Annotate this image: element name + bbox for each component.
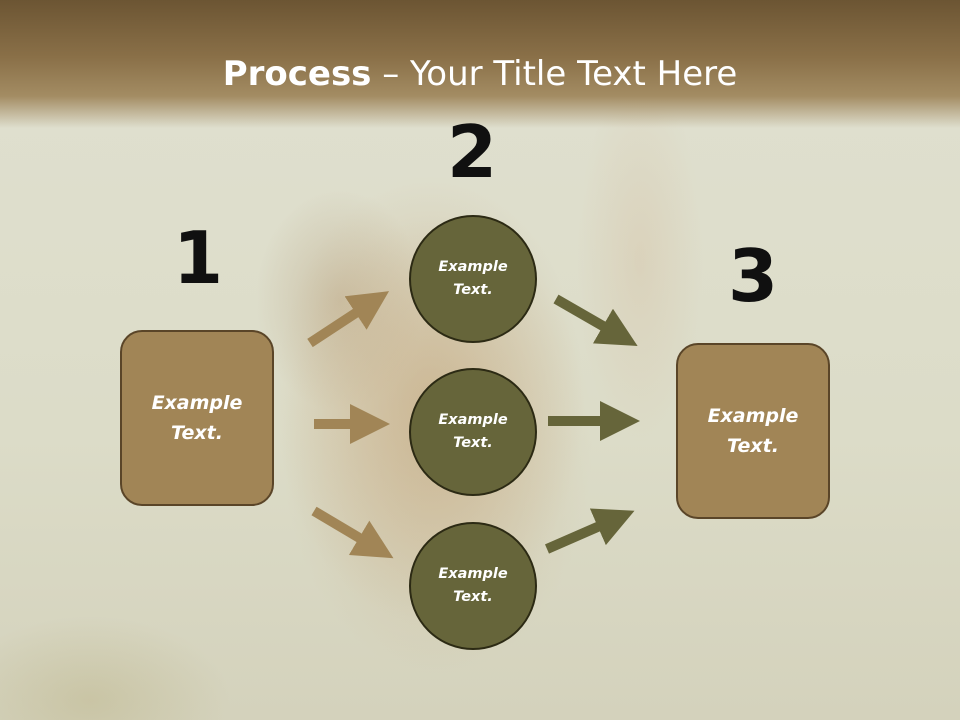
circle-1-text: Example Text. <box>438 259 508 298</box>
step-1-text: Example Text. <box>151 392 243 444</box>
title-bar <box>0 0 960 128</box>
slide-title[interactable]: Process – Your Title Text Here <box>0 52 960 96</box>
step-3-box[interactable]: Example Text. <box>676 343 830 519</box>
arrow-circle-3-to-3 <box>544 508 635 554</box>
arrow-1-to-circle-3 <box>311 506 394 559</box>
step-2-circle-2[interactable]: Example Text. <box>409 368 537 496</box>
title-rest: – Your Title Text Here <box>371 54 738 94</box>
arrow-circle-1-to-3 <box>553 294 638 346</box>
circle-3-text: Example Text. <box>438 566 508 605</box>
step-number-3: 3 <box>727 234 779 318</box>
step-number-2: 2 <box>446 110 498 194</box>
step-1-box[interactable]: Example Text. <box>120 330 274 506</box>
step-number-1: 1 <box>172 216 224 300</box>
title-bold: Process <box>222 54 372 94</box>
step-3-text: Example Text. <box>707 405 799 457</box>
circle-2-text: Example Text. <box>438 412 508 451</box>
step-2-circle-3[interactable]: Example Text. <box>409 522 537 650</box>
step-2-circle-1[interactable]: Example Text. <box>409 215 537 343</box>
arrow-1-to-circle-1 <box>307 291 390 348</box>
